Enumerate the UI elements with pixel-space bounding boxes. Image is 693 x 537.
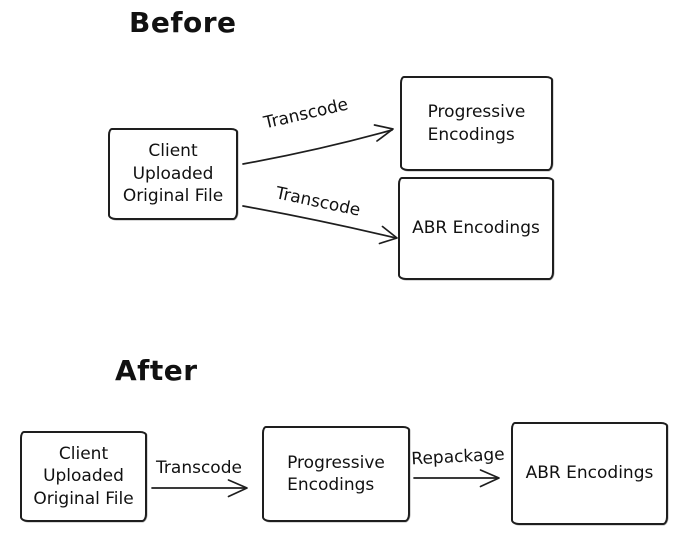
after-client-uploaded-original-file-box: Client Uploaded Original File: [20, 431, 147, 522]
after-section-title: After: [115, 354, 198, 387]
before-client-uploaded-original-file-label: Client Uploaded Original File: [122, 141, 224, 207]
before-client-uploaded-original-file-box: Client Uploaded Original File: [108, 128, 238, 220]
before-progressive-encodings-box: Progressive Encodings: [400, 76, 553, 171]
before-progressive-encodings-label: Progressive Encodings: [427, 102, 526, 145]
before-abr-encodings-label: ABR Encodings: [412, 218, 540, 239]
before-transcode-top-arrow-label: Transcode: [261, 94, 351, 134]
after-progressive-encodings-label: Progressive Encodings: [287, 452, 385, 495]
before-transcode-bottom-arrow-label: Transcode: [273, 183, 363, 221]
after-progressive-encodings-box: Progressive Encodings: [262, 426, 410, 522]
before-abr-encodings-box: ABR Encodings: [398, 177, 554, 280]
before-section-title: Before: [129, 6, 237, 39]
after-transcode-arrow-label: Transcode: [156, 458, 242, 478]
after-repackage-arrow: [413, 469, 500, 488]
after-transcode-arrow: [151, 479, 248, 498]
after-abr-encodings-label: ABR Encodings: [525, 463, 654, 484]
after-repackage-arrow-label: Repackage: [410, 444, 506, 470]
after-abr-encodings-box: ABR Encodings: [511, 422, 668, 525]
after-client-uploaded-original-file-label: Client Uploaded Original File: [33, 443, 134, 509]
